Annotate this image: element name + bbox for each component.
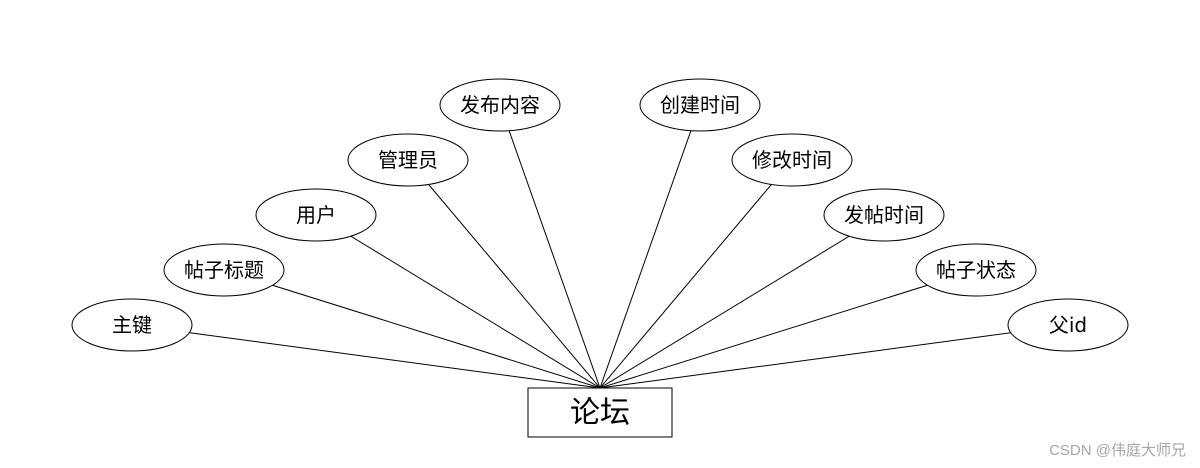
attribute-node: 主键 bbox=[71, 298, 193, 352]
connector-line bbox=[599, 214, 885, 389]
attribute-label: 修改时间 bbox=[752, 148, 832, 172]
connectors bbox=[131, 104, 1069, 389]
attribute-label: 用户 bbox=[296, 203, 336, 227]
attribute-ellipse bbox=[915, 243, 1037, 297]
entity-label: 论坛 bbox=[570, 396, 630, 431]
attribute-node: 发布内容 bbox=[439, 78, 561, 132]
connector-line bbox=[131, 324, 601, 389]
attribute-node: 发帖时间 bbox=[823, 188, 945, 242]
connector-line bbox=[407, 159, 601, 389]
attribute-label: 帖子状态 bbox=[936, 258, 1016, 282]
connector-line bbox=[315, 214, 601, 389]
connector-line bbox=[499, 104, 601, 389]
attribute-node: 帖子标题 bbox=[163, 243, 285, 297]
connector-line bbox=[599, 159, 793, 389]
attribute-ellipse bbox=[71, 298, 193, 352]
attribute-ellipse bbox=[1007, 298, 1129, 352]
attribute-label: 帖子标题 bbox=[184, 258, 264, 282]
attribute-label: 创建时间 bbox=[660, 93, 740, 117]
entity-forum: 论坛 bbox=[527, 387, 673, 438]
attribute-ellipse bbox=[731, 133, 853, 187]
attribute-node: 父id bbox=[1007, 298, 1129, 352]
attribute-ellipse bbox=[163, 243, 285, 297]
attribute-node: 帖子状态 bbox=[915, 243, 1037, 297]
attribute-label: 主键 bbox=[112, 313, 152, 337]
connector-line bbox=[599, 324, 1069, 389]
watermark: CSDN @伟庭大师兄 bbox=[1049, 442, 1186, 459]
attribute-label: 发帖时间 bbox=[844, 203, 924, 227]
attribute-label: 发布内容 bbox=[460, 93, 540, 117]
connector-line bbox=[599, 269, 977, 389]
entity-box bbox=[527, 387, 673, 438]
attribute-ellipse bbox=[439, 78, 561, 132]
attribute-node: 管理员 bbox=[347, 133, 469, 187]
attribute-node: 用户 bbox=[255, 188, 377, 242]
attribute-node: 创建时间 bbox=[639, 78, 761, 132]
attribute-ellipse bbox=[823, 188, 945, 242]
attribute-ellipse bbox=[255, 188, 377, 242]
connector-line bbox=[599, 104, 701, 389]
attribute-ellipse bbox=[347, 133, 469, 187]
attribute-node: 修改时间 bbox=[731, 133, 853, 187]
attribute-label: 父id bbox=[1049, 313, 1087, 337]
attribute-label: 管理员 bbox=[378, 148, 438, 172]
connector-line bbox=[223, 269, 601, 389]
attribute-ellipse bbox=[639, 78, 761, 132]
